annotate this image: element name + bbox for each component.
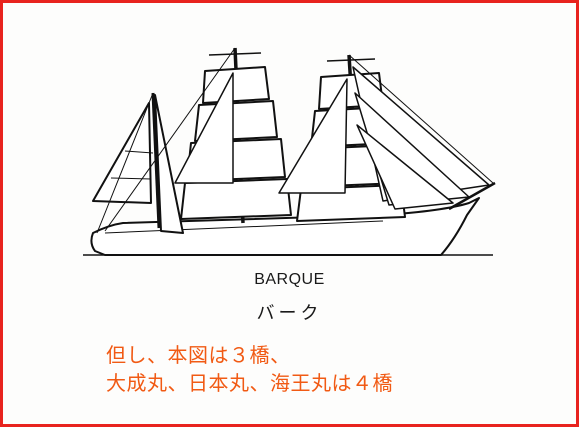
note-line-2: 大成丸、日本丸、海王丸は４橋 [106, 371, 393, 395]
figure-caption-english: BARQUE [254, 271, 325, 288]
note-line-1: 但し、本図は３橋、 [106, 343, 291, 367]
figure-caption-japanese: バーク [256, 303, 323, 324]
bowsprit [448, 181, 496, 211]
annotation-note: 但し、本図は３橋、 大成丸、日本丸、海王丸は４橋 [106, 341, 393, 397]
barque-ship-illustration [83, 47, 496, 256]
hull [90, 197, 480, 256]
mizzen-mast [151, 92, 161, 229]
